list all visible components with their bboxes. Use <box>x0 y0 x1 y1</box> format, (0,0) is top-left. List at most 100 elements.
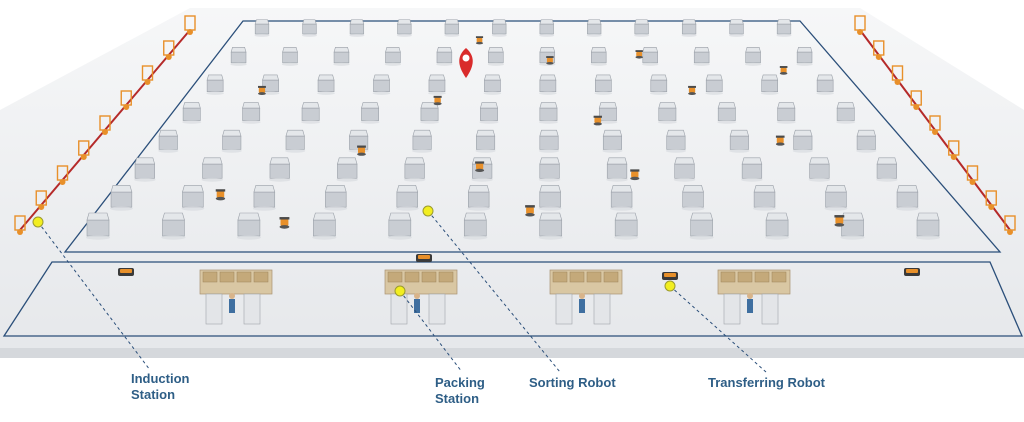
sorting-bin <box>614 212 639 240</box>
sorting-bin <box>444 19 460 37</box>
sorting-bin <box>538 129 560 153</box>
sorting-robot <box>775 135 785 146</box>
sorting-robot <box>779 66 788 75</box>
sorting-bin <box>384 47 402 66</box>
sorting-bin <box>840 212 865 240</box>
sorting-bin <box>753 185 776 211</box>
sorting-robot-label: Sorting Robot <box>529 375 616 391</box>
sorting-bin <box>681 185 705 211</box>
sorting-bin <box>317 74 335 95</box>
sorting-bin <box>764 212 790 240</box>
packing-zone-outline <box>2 261 1023 337</box>
sorting-robot <box>546 56 554 65</box>
sorting-bin <box>360 102 380 124</box>
sorting-bin <box>836 102 856 124</box>
sorting-bin <box>134 157 156 182</box>
sorting-robot <box>475 161 485 172</box>
induction-station-label: Induction Station <box>131 371 190 403</box>
sorting-bin <box>254 19 270 37</box>
sorting-bin <box>876 157 898 182</box>
sorting-bin <box>475 129 496 153</box>
induction-marker <box>32 216 44 228</box>
sorting-bin <box>395 185 419 211</box>
sorting-bin <box>539 19 555 37</box>
transfer-robot <box>904 268 920 276</box>
sorting-bin <box>856 129 877 153</box>
sorting-bin <box>649 74 668 95</box>
floor-front-edge <box>0 348 1024 358</box>
sorting-bin <box>236 212 262 240</box>
packing-station <box>549 269 623 325</box>
sorting-bin <box>252 185 276 211</box>
sorting-bin <box>479 102 499 124</box>
packing-label-line1: Packing <box>435 375 485 390</box>
sorting-bin <box>491 19 507 37</box>
transfer-robot <box>662 272 678 280</box>
sorting-bin <box>161 212 186 240</box>
sorting-robot <box>688 85 696 96</box>
induction-label-line1: Induction <box>131 371 190 386</box>
sorting-bin <box>285 129 306 153</box>
sorting-bin <box>729 129 750 153</box>
packing-stations <box>199 269 791 325</box>
sorting-bin <box>796 47 813 66</box>
right-induction-conveyor <box>854 15 1016 235</box>
sorting-bin <box>693 47 710 66</box>
sorting-bin <box>741 157 763 182</box>
sorting-bin <box>201 157 224 182</box>
sorting-bin <box>792 129 813 153</box>
sorting-bin <box>816 74 834 95</box>
sorting-bin <box>483 74 502 95</box>
sorting-bin <box>158 129 179 153</box>
sorting-robot-marker <box>422 205 434 217</box>
sorting-bin <box>586 19 602 37</box>
sorting-bin <box>538 185 562 211</box>
sorting-bin <box>333 47 350 66</box>
sorting-bin <box>824 185 848 211</box>
sorting-bin <box>411 129 433 153</box>
sorting-bin <box>657 102 677 124</box>
sorting-bin <box>387 212 412 240</box>
sorting-bin <box>463 212 488 240</box>
sorting-bin <box>642 47 659 66</box>
sorting-bin <box>487 47 505 66</box>
packing-station-label: Packing Station <box>435 375 485 407</box>
packing-station <box>199 269 273 325</box>
sorting-bin <box>261 74 280 95</box>
transferring-label-text: Transferring Robot <box>708 375 826 390</box>
sorting-bin <box>538 212 563 240</box>
sorting-bin <box>281 47 299 66</box>
sorting-bin <box>681 19 697 37</box>
sorting-robot <box>258 85 266 96</box>
sorting-bin <box>634 19 650 37</box>
sorting-bin <box>717 102 737 124</box>
sorting-robot <box>630 169 640 181</box>
sorting-robot <box>357 145 366 156</box>
sorting-bin <box>538 102 558 124</box>
sorting-bin <box>403 157 426 182</box>
sorting-bin <box>467 185 491 211</box>
sorting-label-text: Sorting Robot <box>529 375 616 390</box>
location-pin-icon <box>459 48 473 78</box>
sorting-bin <box>602 129 623 153</box>
sorting-bin <box>665 129 687 153</box>
sorting-robot <box>433 95 442 106</box>
sorting-bin <box>776 19 792 37</box>
sorting-bin <box>610 185 634 211</box>
sorting-bin <box>705 74 724 95</box>
transfer-robot <box>416 254 432 262</box>
sorting-bin <box>396 19 412 37</box>
sorting-bin <box>182 102 202 124</box>
sorting-bin <box>324 185 348 211</box>
sorting-bin <box>895 185 919 211</box>
sorting-bin <box>301 19 317 37</box>
sorting-robot <box>215 189 226 201</box>
left-induction-conveyor <box>14 15 196 235</box>
sorting-bin <box>915 212 941 240</box>
sorting-bin <box>241 102 261 124</box>
sorting-bin <box>606 157 628 182</box>
sorting-bin <box>744 47 762 66</box>
sorting-bin <box>109 185 133 211</box>
sorting-bin <box>268 157 291 182</box>
sorting-robot <box>593 115 602 126</box>
